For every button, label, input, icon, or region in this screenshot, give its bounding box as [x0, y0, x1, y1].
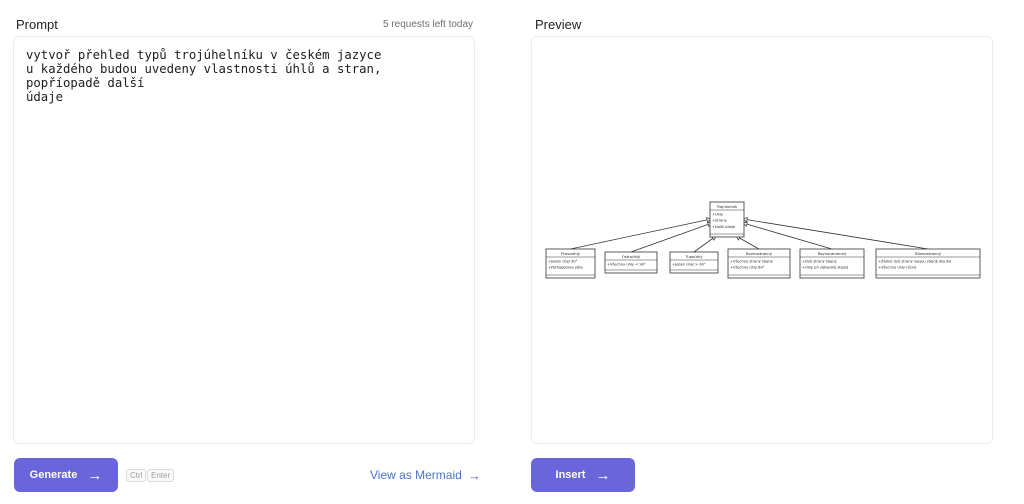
class-node-root-attr: +Strany — [712, 219, 728, 223]
class-node-title: Pravoúhlý — [561, 251, 581, 256]
insert-label: Insert — [555, 469, 586, 481]
class-node-box — [875, 248, 981, 279]
class-node-attr: +Pythagorova věta — [548, 266, 583, 270]
class-node-attr: +Všechny strany stejné — [730, 260, 774, 264]
view-as-mermaid-label: View as Mermaid — [370, 468, 462, 482]
class-node-attr: +Všechny úhly 60° — [730, 266, 765, 270]
class-node-box — [799, 248, 865, 279]
class-node-attr: +Úhly při základně stejné — [802, 265, 849, 270]
class-node-root-title: Trojúhelník — [716, 204, 738, 209]
inheritance-connector — [742, 218, 929, 250]
class-node-attr: +Jeden úhel > 90° — [672, 263, 706, 267]
requests-left-text: 5 requests left today — [383, 19, 474, 30]
class-node-box — [545, 248, 596, 279]
class-node-box — [604, 251, 658, 274]
ctrl-key-hint: Ctrl — [126, 469, 147, 482]
class-node-attr: +Žádné dvě strany nejsou stejně dlouhé — [878, 259, 952, 264]
class-node-box — [669, 251, 719, 274]
mermaid-class-diagram: Trojúhelník +Úhly +Strany +Další údajePravo… — [545, 201, 981, 279]
inheritance-connector — [630, 222, 713, 253]
arrow-right-icon: → — [87, 466, 103, 484]
inheritance-connector — [742, 222, 833, 250]
inheritance-arrowhead — [742, 216, 748, 223]
prompt-text[interactable]: vytvoř přehled typů trojúhelníku v české… — [26, 48, 382, 104]
prompt-label: Prompt — [16, 17, 58, 32]
class-node-attr: +Jeden úhel 90° — [548, 260, 578, 264]
generate-button[interactable]: Generate → — [14, 458, 118, 492]
insert-button[interactable]: Insert → — [531, 458, 635, 492]
class-node-attr: +Dvě strany stejné — [802, 260, 838, 264]
class-node-title: Různostranný — [915, 251, 942, 256]
arrow-right-icon: → — [595, 466, 611, 484]
generate-label: Generate — [29, 469, 78, 481]
class-node-root-attr: +Další údaje — [712, 225, 736, 229]
class-node-root-attr: +Úhly — [712, 212, 724, 217]
class-node-attr: +Všechny úhly < 90° — [607, 263, 646, 267]
enter-key-hint: Enter — [147, 469, 175, 482]
class-node-attr: +Všechny úhly různé — [878, 266, 917, 270]
prompt-textarea[interactable]: vytvoř přehled typů trojúhelníku v české… — [13, 36, 475, 444]
inheritance-connector — [735, 235, 760, 250]
view-as-mermaid-link[interactable]: View as Mermaid → — [370, 468, 481, 482]
class-node-root-box — [709, 201, 745, 238]
preview-label: Preview — [535, 17, 582, 32]
inheritance-connector — [693, 235, 717, 253]
inheritance-connector — [570, 218, 712, 250]
class-node-title: Rovnoramenný — [818, 251, 848, 256]
arrow-right-icon: → — [467, 467, 481, 483]
class-node-title: Rovnostranný — [746, 251, 773, 256]
class-node-title: Ostroúhlý — [622, 254, 641, 259]
class-node-box — [727, 248, 791, 279]
class-node-title: Tupoúhlý — [685, 254, 704, 259]
